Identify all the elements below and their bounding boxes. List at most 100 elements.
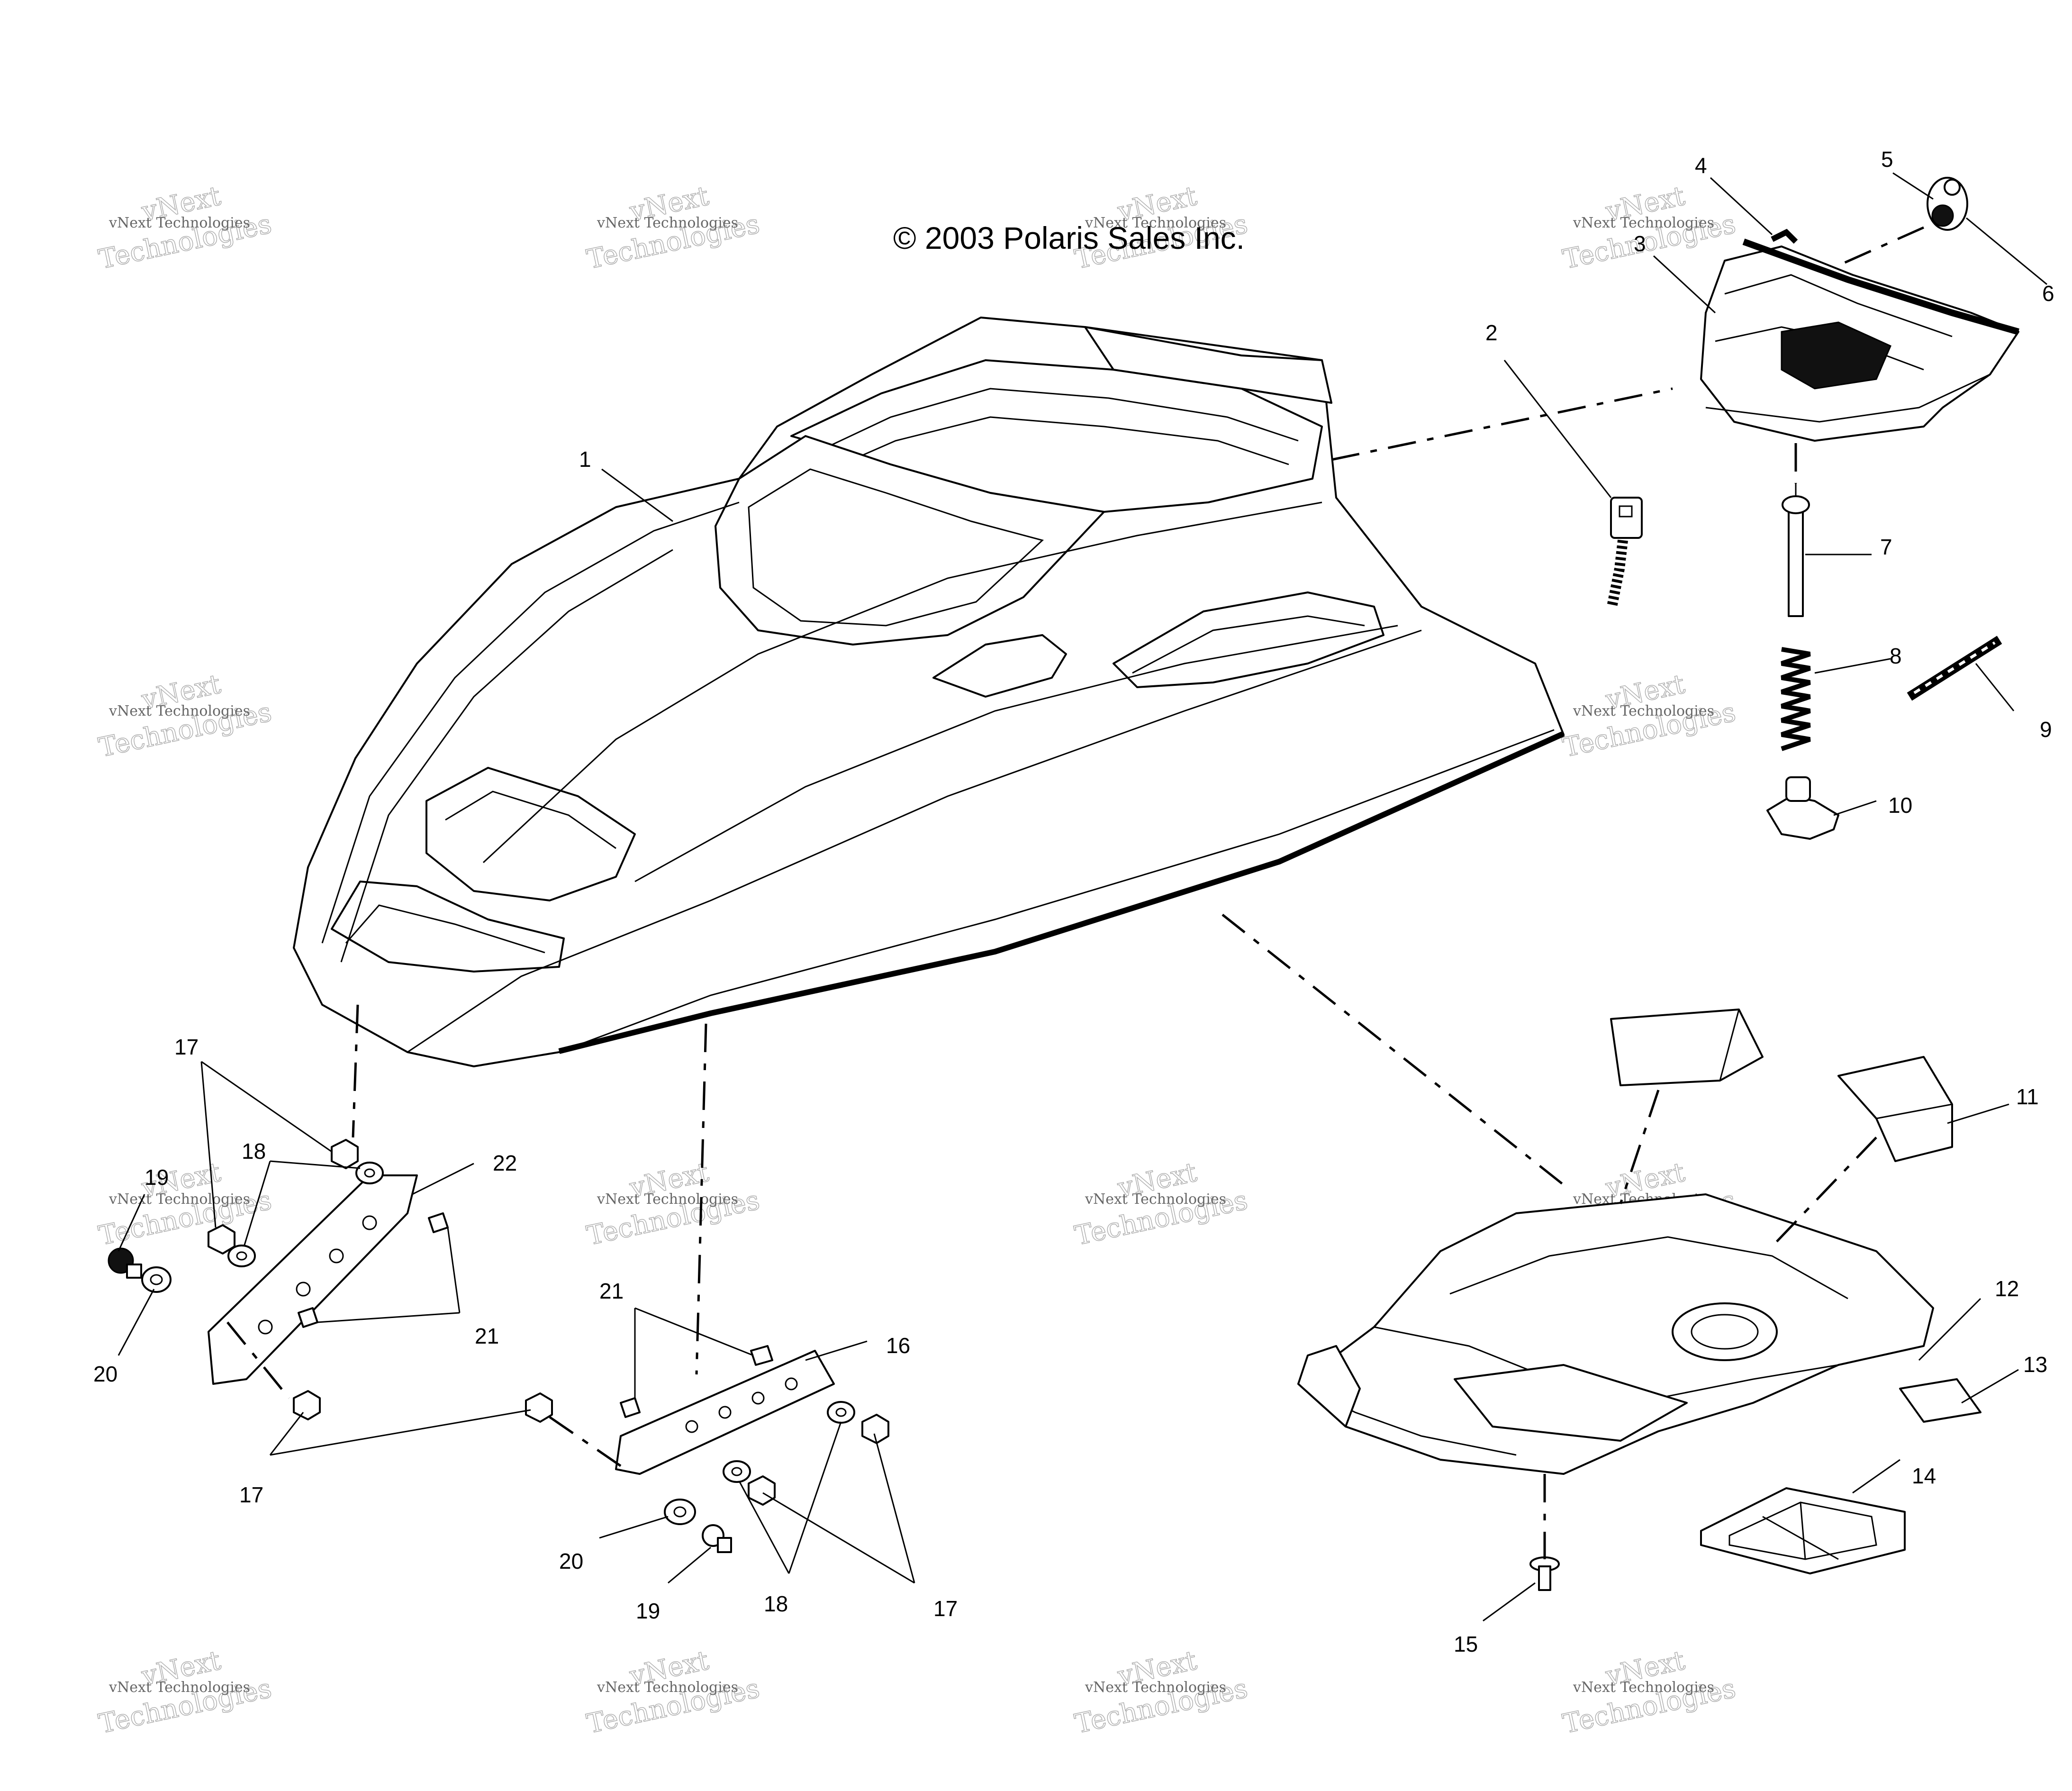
grommet-part-20 <box>664 1499 696 1525</box>
watermark: vNext Technologies vNext Technologies <box>584 180 762 275</box>
assembly-line <box>352 1004 359 1138</box>
callout-10: 10 <box>1888 793 1912 818</box>
callout-7: 7 <box>1880 535 1892 559</box>
assembly-line <box>695 1023 707 1375</box>
callout-3: 3 <box>1634 231 1646 256</box>
callout-17: 17 <box>174 1035 199 1059</box>
leader-line <box>738 1481 790 1574</box>
watermark: vNext Technologies vNext Technologies <box>1560 180 1738 275</box>
hood-part-1 <box>293 317 1565 1067</box>
leader-line <box>873 1433 915 1583</box>
svg-text:vNext Technologies: vNext Technologies <box>109 1191 250 1208</box>
nut-part-17 <box>331 1139 359 1169</box>
leader-line <box>1852 1459 1900 1494</box>
leader-line <box>1918 1298 1982 1361</box>
callout-19: 19 <box>636 1599 660 1623</box>
spring-part-8 <box>1781 647 1811 751</box>
nut-part-17 <box>293 1390 321 1420</box>
watermark: vNext Technologies vNext Technologies <box>584 1156 762 1252</box>
svg-text:vNext Technologies: vNext Technologies <box>1573 703 1714 719</box>
assembly-line <box>1837 226 1925 267</box>
leader-line <box>788 1421 842 1574</box>
bulb-socket-part-5 <box>1927 177 1968 231</box>
nut-part-17 <box>861 1414 889 1444</box>
callout-17: 17 <box>239 1482 263 1507</box>
leader-line <box>1710 177 1773 236</box>
bolt-part-21 <box>428 1212 449 1233</box>
callout-2: 2 <box>1485 320 1498 345</box>
leader-line <box>668 1546 711 1584</box>
leader-line <box>1814 658 1891 674</box>
svg-text:vNext Technologies: vNext Technologies <box>1085 1191 1226 1208</box>
svg-text:vNext Technologies: vNext Technologies <box>597 1679 738 1696</box>
washer-part-18 <box>355 1162 384 1184</box>
leader-line <box>412 1163 474 1195</box>
callout-labels: 1 2 3 4 5 6 7 8 9 10 11 12 13 14 15 16 1… <box>93 147 2054 1656</box>
callout-4: 4 <box>1695 153 1707 178</box>
callout-13: 13 <box>2023 1352 2047 1377</box>
callout-15: 15 <box>1454 1632 1478 1656</box>
callout-22: 22 <box>493 1151 517 1175</box>
bracket-part-16 <box>615 1350 835 1475</box>
watermark: vNext Technologies vNext Technologies <box>96 180 274 275</box>
leader-line <box>1892 172 1934 200</box>
assembly-line <box>1331 387 1673 461</box>
callout-16: 16 <box>886 1333 910 1358</box>
callout-18: 18 <box>242 1139 266 1164</box>
svg-text:vNext Technologies: vNext Technologies <box>1085 215 1226 231</box>
grate-part-14 <box>1700 1487 1906 1574</box>
leader-line <box>270 1409 531 1456</box>
leader-line <box>243 1161 271 1247</box>
leader-line <box>634 1307 754 1356</box>
leader-line <box>447 1227 461 1313</box>
grommet-part-20 <box>141 1266 172 1293</box>
leader-line <box>1483 1582 1536 1622</box>
washer-part-18 <box>827 1401 855 1424</box>
headlight-part-3 <box>1700 238 2019 442</box>
leader-line <box>201 1061 332 1153</box>
svg-text:vNext Technologies: vNext Technologies <box>597 215 738 231</box>
callout-11: 11 <box>2016 1084 2039 1109</box>
callout-12: 12 <box>1995 1276 2019 1301</box>
callout-14: 14 <box>1912 1464 1936 1488</box>
decal-part-13 <box>1899 1378 1982 1423</box>
leader-line <box>1966 217 2047 285</box>
watermark: vNext Technologies vNext Technologies <box>1560 668 1738 764</box>
watermark: vNext Technologies vNext Technologies <box>584 1645 762 1740</box>
assembly-line <box>549 1416 626 1471</box>
leader-line <box>1503 360 1612 498</box>
svg-text:vNext Technologies: vNext Technologies <box>1573 215 1714 231</box>
leader-line <box>270 1160 361 1169</box>
leader-line <box>317 1312 460 1323</box>
bolt-part-21 <box>620 1397 641 1418</box>
washer-part-18 <box>723 1460 751 1483</box>
assembly-lines <box>226 226 1925 1559</box>
callout-19: 19 <box>145 1165 169 1190</box>
watermark: vNext Technologies vNext Technologies <box>1560 1645 1738 1740</box>
assembly-line <box>1771 1136 1877 1247</box>
leader-line <box>1975 663 2015 711</box>
svg-text:vNext Technologies: vNext Technologies <box>109 215 250 231</box>
svg-text:vNext Technologies: vNext Technologies <box>597 1191 738 1208</box>
assembly-line <box>1221 914 1565 1186</box>
leader-line <box>118 1194 145 1252</box>
nut-part-17 <box>748 1475 776 1506</box>
leader-line <box>118 1289 155 1356</box>
foam-block-part-11 <box>1610 1009 1953 1162</box>
svg-text:vNext Technologies: vNext Technologies <box>109 703 250 719</box>
callout-6: 6 <box>2042 281 2054 306</box>
leader-line <box>1653 255 1716 314</box>
svg-text:vNext Technologies: vNext Technologies <box>1085 1679 1226 1696</box>
leader-line <box>599 1516 669 1539</box>
copyright-text: © 2003 Polaris Sales Inc. <box>893 220 1245 255</box>
watermark: vNext Technologies vNext Technologies <box>1072 1156 1250 1252</box>
hardware <box>108 1139 889 1553</box>
callout-21: 21 <box>599 1279 624 1303</box>
leader-line <box>269 1412 304 1455</box>
leader-lines <box>118 172 2047 1622</box>
leader-line <box>762 1492 915 1584</box>
watermark: vNext Technologies vNext Technologies <box>1072 1645 1250 1740</box>
pin-part-7 <box>1782 483 1810 617</box>
leader-line <box>1833 800 1877 816</box>
